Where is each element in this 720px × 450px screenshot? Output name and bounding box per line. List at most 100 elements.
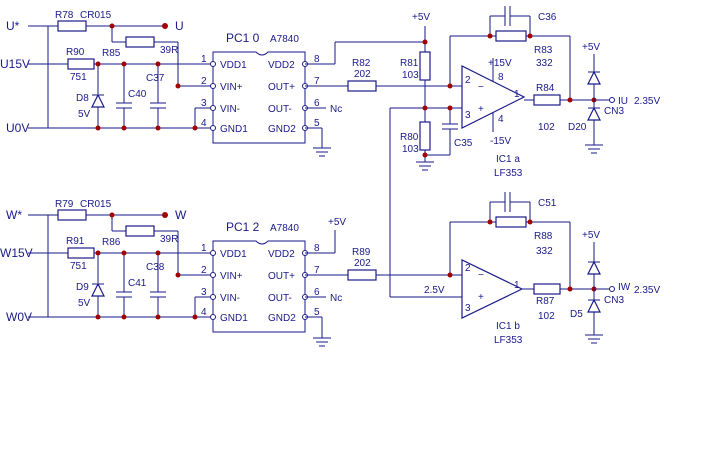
- pin-label-vin-plus-w: VIN+: [220, 271, 243, 282]
- label-d5: D5: [570, 309, 583, 320]
- label-r90-value: 751: [70, 72, 87, 83]
- label-pc10: PC1 0: [226, 31, 260, 45]
- label-d8-value: 5V: [78, 109, 91, 120]
- pin-label-vdd1-w: VDD1: [220, 249, 247, 260]
- label-r88: R88: [534, 231, 553, 242]
- label-ic1a: IC1 a: [496, 154, 520, 165]
- pin-label-out-plus-w: OUT+: [268, 271, 295, 282]
- label-u-node: U: [175, 19, 184, 33]
- label-opa-pin8: 8: [498, 72, 504, 83]
- label-lf353-b: LF353: [494, 335, 523, 346]
- label-d20: D20: [568, 122, 587, 133]
- label-r79-value: CR015: [80, 199, 112, 210]
- label-minus15v: -15V: [490, 136, 511, 147]
- label-nc-w: Nc: [330, 293, 342, 304]
- pin-1-w: 1: [201, 243, 207, 254]
- label-r91-value: 751: [70, 261, 87, 272]
- label-iw: IW: [618, 282, 631, 293]
- label-c38: C38: [146, 262, 165, 273]
- label-ic1b: IC1 b: [496, 321, 520, 332]
- labels-u: U* U15V U0V U R78 CR015 R90 751 R85 39R …: [0, 10, 660, 179]
- label-opb-pin3: 3: [465, 303, 471, 314]
- label-plus5v-clamp-w: +5V: [582, 230, 600, 241]
- label-lf353-a: LF353: [494, 168, 523, 179]
- label-r84-value: 102: [538, 122, 555, 133]
- label-plus15v: +15V: [488, 58, 512, 69]
- label-r85-value: 39R: [160, 45, 178, 56]
- label-r87-value: 102: [538, 311, 555, 322]
- label-pc10-part: A7840: [270, 34, 299, 45]
- pin-6: 6: [314, 98, 320, 109]
- label-d9: D9: [76, 282, 89, 293]
- pin-3-w: 3: [201, 287, 207, 298]
- label-r89: R89: [352, 247, 371, 258]
- label-r78-value: CR015: [80, 10, 112, 21]
- pin-label-out-minus: OUT-: [268, 104, 292, 115]
- pin-5-w: 5: [314, 307, 320, 318]
- label-r86-value: 39R: [160, 234, 178, 245]
- pin-label-vin-minus-w: VIN-: [220, 293, 240, 304]
- pin-label-out-minus-w: OUT-: [268, 293, 292, 304]
- pin-2: 2: [201, 76, 207, 87]
- pin-4: 4: [201, 118, 207, 129]
- label-w0v: W0V: [6, 310, 32, 324]
- labels-w: W* W15V W0V W R79 CR015 R91 751 R86 39R …: [0, 198, 660, 346]
- label-opa-plus: +: [478, 104, 484, 115]
- pin-label-vin-minus: VIN-: [220, 104, 240, 115]
- label-w-node: W: [175, 208, 187, 222]
- pin-5: 5: [314, 118, 320, 129]
- label-w15v: W15V: [0, 246, 33, 260]
- label-r88-value: 332: [536, 246, 553, 257]
- label-r85: R85: [102, 48, 121, 59]
- label-bias-2v5: 2.5V: [424, 285, 445, 296]
- pin-8-w: 8: [314, 243, 320, 254]
- label-opa-pin2: 2: [465, 75, 471, 86]
- label-u0v: U0V: [6, 121, 29, 135]
- label-c37: C37: [146, 73, 165, 84]
- label-r82-value: 202: [354, 69, 371, 80]
- label-r83-value: 332: [536, 58, 553, 69]
- label-r84: R84: [536, 83, 555, 94]
- pin-2-w: 2: [201, 265, 207, 276]
- label-opb-pin1: 1: [514, 280, 520, 291]
- pin-label-vdd2: VDD2: [268, 60, 295, 71]
- label-opb-pin2: 2: [465, 263, 471, 274]
- label-u15v: U15V: [0, 57, 30, 71]
- label-r78: R78: [55, 10, 74, 21]
- label-r79: R79: [55, 199, 74, 210]
- label-opb-minus: −: [478, 270, 484, 281]
- pin-label-gnd2-w: GND2: [268, 313, 296, 324]
- label-cn3-bottom: CN3: [604, 295, 624, 306]
- channel-w: [28, 192, 615, 347]
- label-pc12-part: A7840: [270, 223, 299, 234]
- pin-8: 8: [314, 54, 320, 65]
- label-opa-pin1: 1: [514, 89, 520, 100]
- label-plus5v-clamp-top: +5V: [582, 42, 600, 53]
- label-r81-value: 103: [402, 70, 419, 81]
- label-c36: C36: [538, 12, 557, 23]
- pin-6-w: 6: [314, 287, 320, 298]
- label-r89-value: 202: [354, 258, 371, 269]
- label-opa-pin4: 4: [498, 114, 504, 125]
- pin-label-gnd2: GND2: [268, 124, 296, 135]
- pin-label-vin-plus: VIN+: [220, 82, 243, 93]
- label-c40: C40: [128, 89, 147, 100]
- label-nc: Nc: [330, 104, 342, 115]
- label-r81: R81: [400, 58, 419, 69]
- label-c35: C35: [454, 138, 473, 149]
- pin-1: 1: [201, 54, 207, 65]
- pin-label-gnd1: GND1: [220, 124, 248, 135]
- label-r87: R87: [536, 296, 555, 307]
- label-r80-value: 103: [402, 144, 419, 155]
- pin-3: 3: [201, 98, 207, 109]
- label-c51: C51: [538, 198, 557, 209]
- label-c41: C41: [128, 278, 147, 289]
- pin-label-out-plus: OUT+: [268, 82, 295, 93]
- pin-7: 7: [314, 76, 320, 87]
- label-plus5v-pc12: +5V: [328, 217, 346, 228]
- pin-4-w: 4: [201, 307, 207, 318]
- pin-label-vdd2-w: VDD2: [268, 249, 295, 260]
- label-r80: R80: [400, 132, 419, 143]
- label-opa-minus: −: [478, 82, 484, 93]
